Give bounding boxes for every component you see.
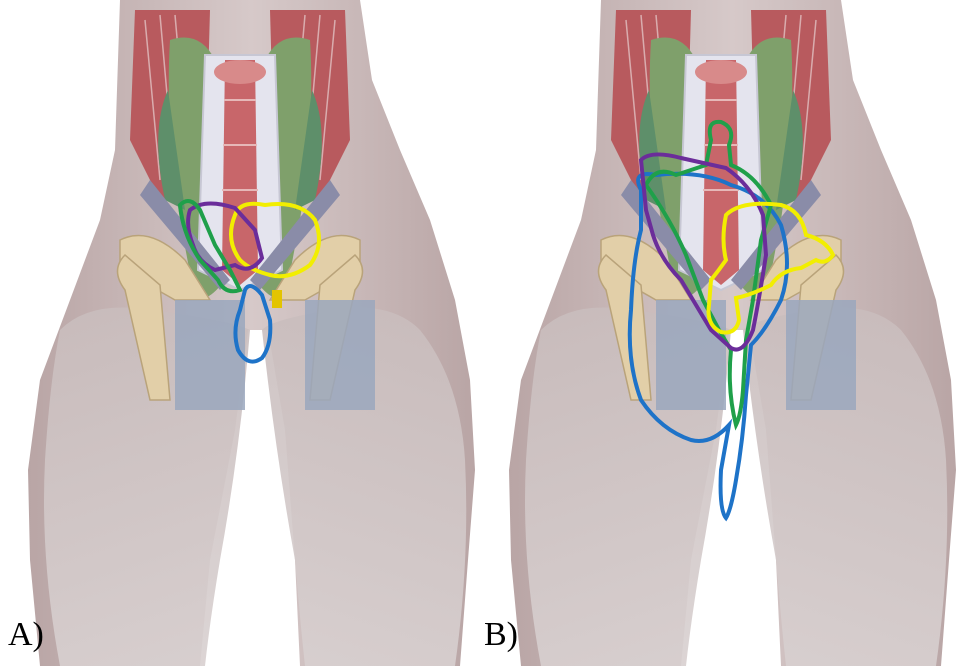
adductor-left: [175, 300, 245, 410]
anatomy-figure-b: [481, 0, 961, 666]
adductor-left: [656, 300, 726, 410]
adductor-right: [305, 300, 375, 410]
panel-label-b: B): [484, 618, 518, 652]
rectus-abdominis: [222, 60, 258, 285]
panel-b: B): [481, 0, 961, 666]
adductor-right: [786, 300, 856, 410]
rectus-top: [695, 60, 747, 84]
pubic-symphysis: [272, 290, 282, 308]
rectus-top: [214, 60, 266, 84]
anatomy-figure-a: [0, 0, 480, 666]
panel-a: A): [0, 0, 480, 666]
panel-label-a: A): [8, 618, 44, 652]
